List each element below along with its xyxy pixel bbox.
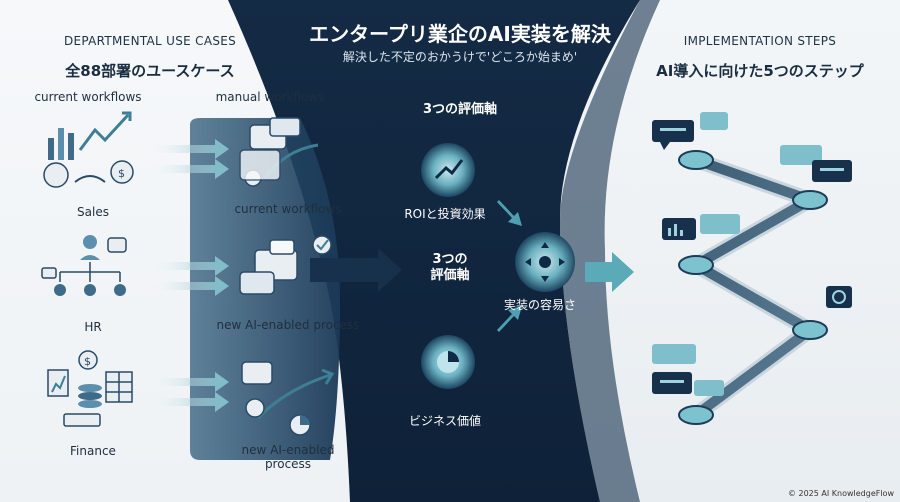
workflow-illustration-3 [241,361,335,436]
roi-node [421,143,475,197]
svg-text:$: $ [118,167,125,180]
evaluation-axis-title: 3つの評価軸 [422,102,498,117]
workflow-label-2: new AI-enabled process [216,318,360,332]
ease-label: 実装の容易さ [503,298,576,312]
business-value-label: ビジネス価値 [408,414,481,428]
steps-arrow [585,252,634,292]
main-arrow [310,248,402,292]
left-heading: DEPARTMENTAL USE CASES [63,34,237,48]
step-node-4 [792,320,828,340]
center-panel [228,0,640,502]
step-node-3 [678,255,714,275]
copyright: © 2025 AI KnowledgeFlow [787,489,894,498]
step-node-1 [678,150,714,170]
right-heading: IMPLEMENTATION STEPS [683,34,837,48]
workflow-label-1: current workflows [234,202,342,216]
evaluation-axis-title-2: 3つの 評価軸 [430,252,470,283]
sales-arrows [150,139,229,179]
dept-sales-label: Sales [77,205,109,219]
current-workflows-label: current workflows [34,90,142,104]
finance-arrows [150,372,229,412]
workflow-illustration-1 [239,117,319,187]
svg-text:$: $ [84,355,91,368]
manual-workflows-label: manual workflows [215,90,325,104]
center-pointer [560,0,660,502]
workflow-illustration-2 [239,235,332,295]
dept-hr-label: HR [84,320,102,334]
right-subheading: AI導入に向けた5つのステップ [656,62,864,80]
left-subheading: 全88部署のユースケース [65,62,235,80]
workflow-label-3: new AI-enabled process [241,443,335,471]
main-title: エンタープリ業企のAI実装を解決 [309,22,611,46]
roi-label: ROIと投資効果 [404,207,486,221]
dept-finance-label: Finance [70,444,116,458]
step-node-2 [792,190,828,210]
sales-icon: $ [43,111,134,188]
business-node [421,335,475,389]
step-node-5 [678,405,714,425]
finance-icon: $ [47,350,133,427]
node-arrows [497,200,522,332]
hr-icon [41,235,127,296]
main-subtitle: 解決した不定のおかうけで'どころか始まめ' [342,50,578,64]
hr-arrows [150,256,229,296]
step-bubbles [652,112,852,396]
ease-node [515,232,575,292]
